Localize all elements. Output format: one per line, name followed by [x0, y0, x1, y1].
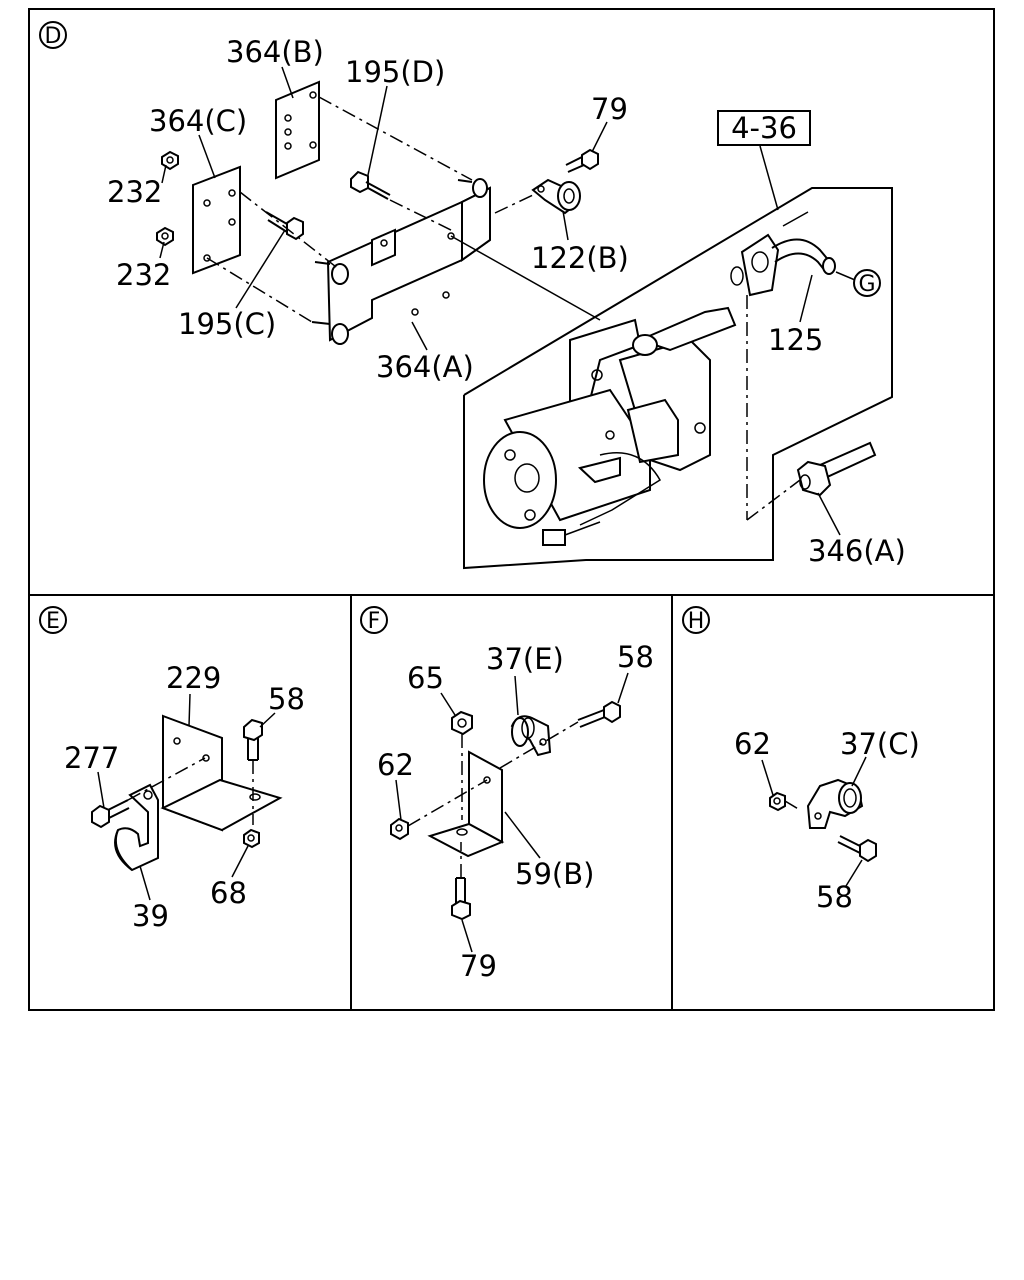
callout-195d: 195(D) — [345, 55, 445, 89]
panel-h: H 62 37(C) 58 — [682, 606, 920, 914]
diagram-frame — [28, 8, 995, 1011]
bolt-195d — [350, 170, 391, 200]
leader-lines-f — [395, 672, 629, 953]
callout-62-f: 62 — [377, 748, 414, 782]
panel-f-marker-letter: F — [368, 609, 381, 634]
bracket-229 — [160, 714, 283, 832]
panel-h-marker: H — [682, 606, 710, 634]
panel-d: D — [39, 21, 906, 570]
plate-364c — [192, 165, 241, 275]
pipe-nut-346a — [796, 441, 877, 497]
clamp-37e — [510, 715, 552, 757]
nut-62-f — [390, 817, 409, 841]
plate-364b — [275, 80, 320, 180]
panel-e: E — [39, 606, 305, 933]
callout-58-h: 58 — [816, 880, 853, 914]
assembly-ref-4-36: 4-36 — [717, 110, 811, 146]
callout-195c: 195(C) — [178, 307, 276, 341]
callout-58-e: 58 — [268, 682, 305, 716]
nut-232-upper — [161, 150, 179, 171]
connector-g-marker: G — [853, 269, 881, 297]
callout-4-36: 4-36 — [731, 111, 797, 145]
nut-68 — [243, 828, 260, 849]
clamp-39 — [114, 783, 159, 872]
assembly-lines-e — [127, 757, 206, 801]
leader-lines-h — [761, 756, 867, 887]
callout-79-f: 79 — [460, 949, 497, 983]
bolt-195c — [265, 211, 304, 241]
bracket-59b — [427, 750, 505, 858]
nut-65 — [451, 710, 473, 820]
bolt-58-f — [577, 700, 621, 728]
callout-232-lower: 232 — [116, 258, 171, 292]
assembly-lines-f — [407, 721, 579, 827]
bracket-364a — [311, 178, 491, 345]
callout-364c: 364(C) — [149, 104, 247, 138]
callout-68: 68 — [210, 876, 247, 910]
callout-229: 229 — [166, 661, 221, 695]
callout-122b: 122(B) — [531, 241, 629, 275]
callout-62-h: 62 — [734, 727, 771, 761]
assembly-4-36-outline — [463, 187, 893, 570]
callout-346a: 346(A) — [808, 534, 906, 568]
motor-pump-assembly — [483, 306, 737, 546]
callout-125: 125 — [768, 323, 823, 357]
callout-58-f: 58 — [617, 640, 654, 674]
bolt-79 — [565, 148, 599, 173]
nut-232-lower — [156, 226, 174, 247]
panel-h-marker-letter: H — [688, 609, 705, 634]
callout-39: 39 — [132, 899, 169, 933]
hose-125 — [730, 211, 836, 297]
nut-62-h — [769, 791, 801, 812]
clamp-122b — [531, 178, 581, 215]
panel-e-marker: E — [39, 606, 67, 634]
leader-lines-d — [159, 66, 856, 536]
clamp-37c — [806, 778, 864, 829]
callout-364b: 364(B) — [226, 35, 324, 69]
callout-37e: 37(E) — [486, 642, 564, 676]
bolt-58-h — [837, 835, 877, 863]
callout-232-upper: 232 — [107, 175, 162, 209]
leader-lines-e — [97, 693, 276, 901]
callout-79: 79 — [591, 92, 628, 126]
panel-f-marker: F — [360, 606, 388, 634]
bolt-277 — [91, 799, 130, 829]
callout-65: 65 — [407, 661, 444, 695]
panel-e-marker-letter: E — [46, 609, 60, 634]
callout-g: G — [858, 272, 875, 297]
bolt-79-f — [451, 842, 471, 921]
callout-364a: 364(A) — [376, 350, 474, 384]
bolt-58-e — [243, 718, 263, 825]
callout-37c: 37(C) — [840, 727, 920, 761]
panel-d-marker-letter: D — [45, 24, 62, 49]
panel-d-marker: D — [39, 21, 67, 49]
assembly-lines-d — [206, 96, 801, 521]
callout-59b: 59(B) — [515, 857, 594, 891]
callout-277: 277 — [64, 741, 119, 775]
panel-f: F — [360, 606, 654, 983]
